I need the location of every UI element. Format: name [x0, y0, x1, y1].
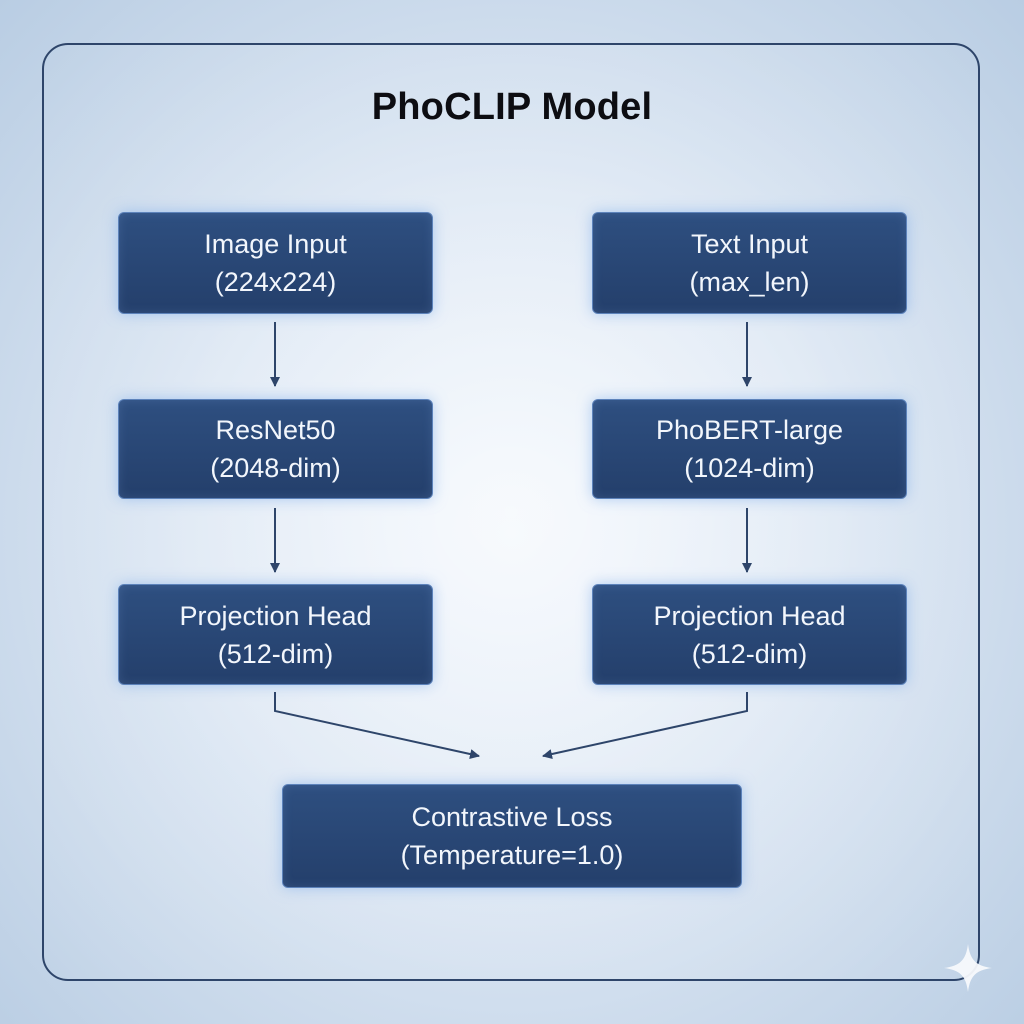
image-encoder-detail: (2048-dim) — [210, 453, 341, 483]
text-projection-node: Projection Head (512-dim) — [592, 584, 907, 685]
text-encoder-node: PhoBERT-large (1024-dim) — [592, 399, 907, 499]
image-encoder-label: ResNet50 — [215, 415, 336, 445]
text-projection-label: Projection Head — [653, 600, 846, 631]
image-encoder-node: ResNet50 (2048-dim) — [118, 399, 433, 499]
text-input-node: Text Input (max_len) — [592, 212, 907, 314]
image-projection-node: Projection Head (512-dim) — [118, 584, 433, 685]
sparkle-icon — [944, 944, 992, 992]
text-encoder-detail: (1024-dim) — [684, 453, 815, 483]
image-input-detail: (224x224) — [214, 267, 337, 297]
contrastive-loss-label: Contrastive Loss — [411, 802, 613, 832]
diagram-title: PhoCLIP Model — [371, 86, 653, 128]
contrastive-loss-detail: (Temperature=1.0) — [400, 840, 624, 870]
contrastive-loss-node: Contrastive Loss (Temperature=1.0) — [282, 784, 742, 888]
text-input-detail: (max_len) — [689, 267, 810, 297]
text-encoder-label: PhoBERT-large — [655, 415, 844, 445]
text-projection-detail: (512-dim) — [691, 638, 808, 669]
image-input-node: Image Input (224x224) — [118, 212, 433, 314]
text-input-label: Text Input — [690, 229, 809, 259]
image-input-label: Image Input — [204, 229, 347, 259]
image-projection-label: Projection Head — [179, 600, 372, 631]
image-projection-detail: (512-dim) — [217, 638, 334, 669]
